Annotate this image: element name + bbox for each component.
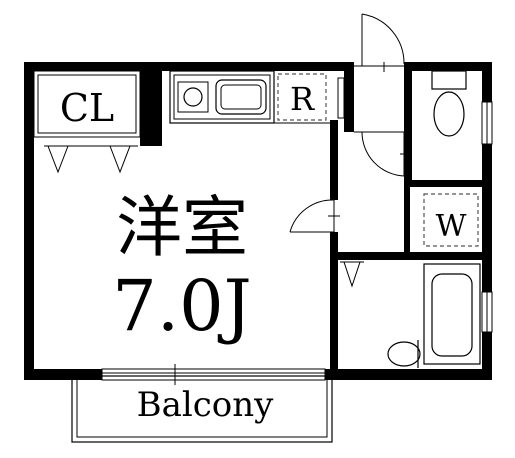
toilet: [431, 70, 493, 145]
balcony-window: [101, 364, 326, 385]
washer-label: W: [436, 209, 467, 244]
kitchen-counter: [169, 70, 332, 124]
refrigerator-space: R: [277, 73, 327, 121]
bath-door: [340, 261, 364, 288]
closet-label: CL: [60, 86, 114, 130]
sink-icon: [215, 79, 267, 115]
stove-icon: [177, 81, 209, 113]
entrance-corridor: [337, 77, 412, 177]
room-type-label: 洋室: [116, 189, 248, 266]
room-size-label: 7.0J: [112, 265, 251, 347]
main-room: 洋室 7.0J: [112, 189, 251, 347]
balcony: Balcony: [71, 375, 333, 443]
wash-basin: [387, 340, 421, 368]
room-door: [289, 199, 340, 233]
refrigerator-label: R: [290, 80, 315, 118]
exterior-walls: [24, 62, 492, 380]
bathtub: [423, 263, 493, 365]
closet: CL: [33, 70, 141, 174]
interior-walls: [330, 62, 492, 380]
washer-space: W: [423, 193, 479, 247]
entrance-door: [354, 13, 405, 72]
balcony-label: Balcony: [137, 385, 275, 425]
